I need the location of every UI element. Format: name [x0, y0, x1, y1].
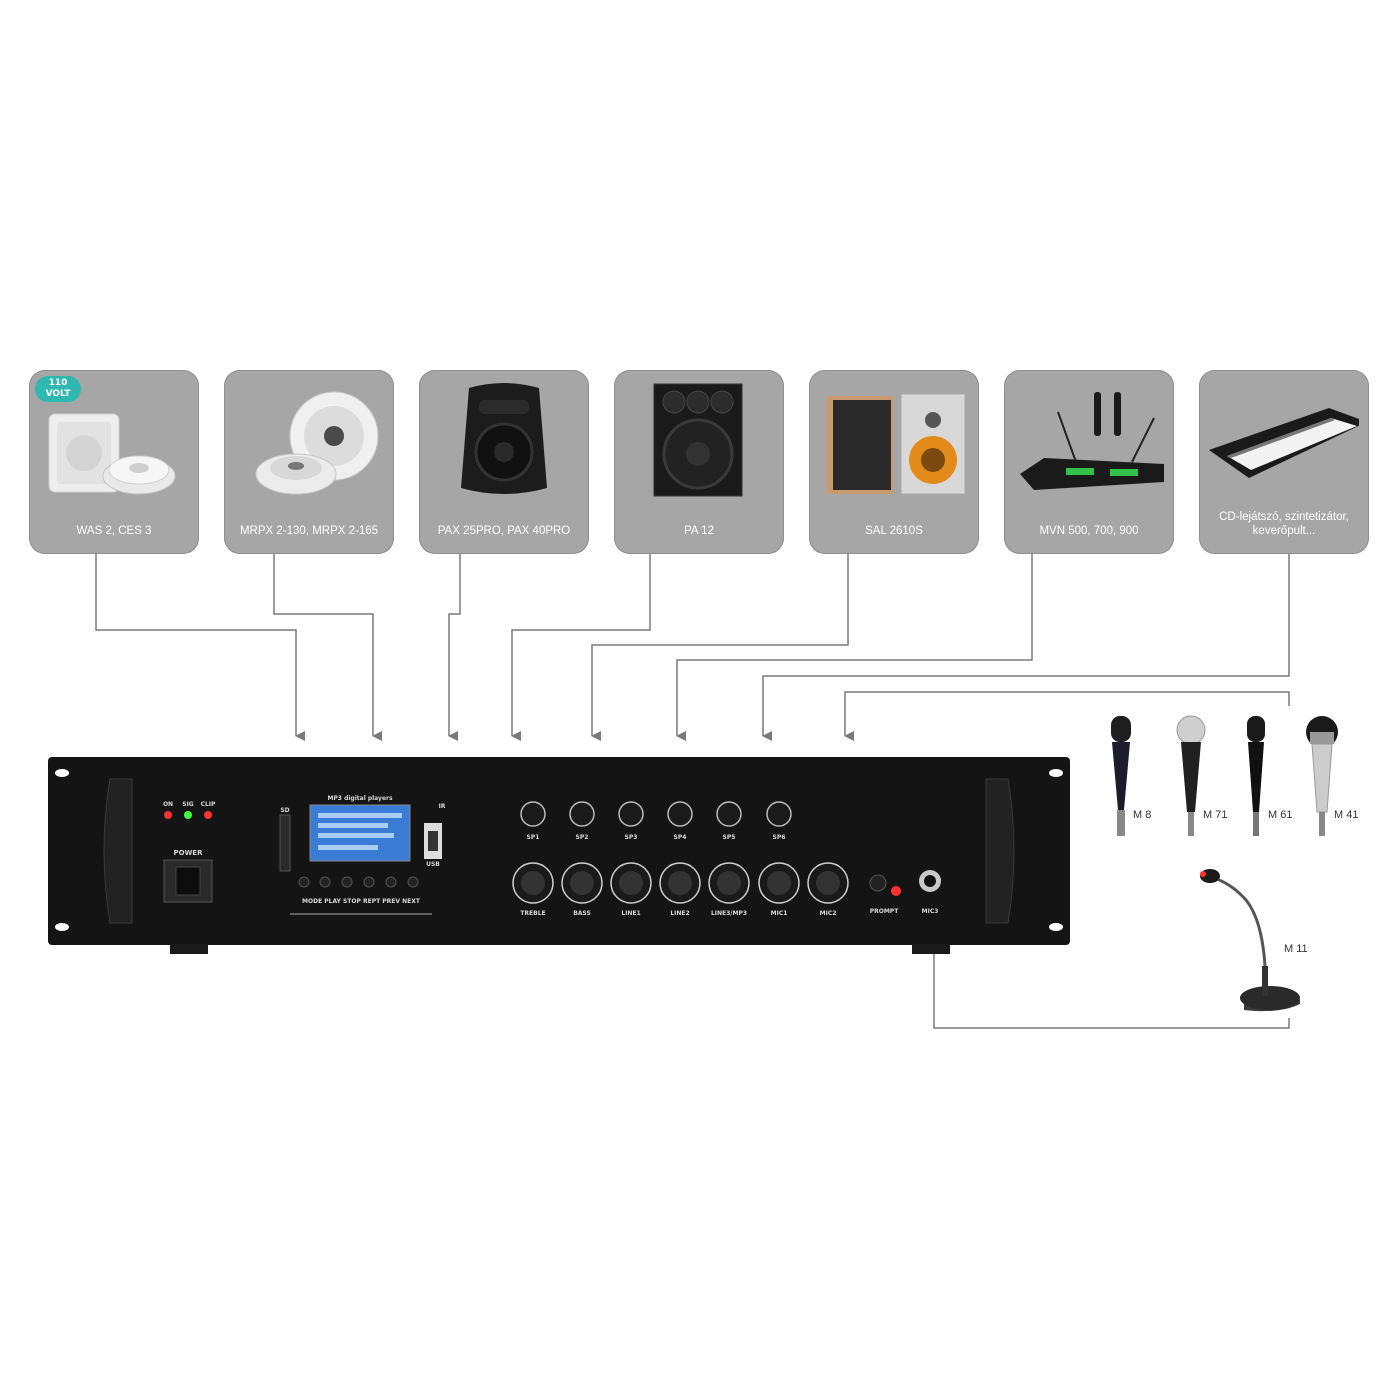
device-label: WAS 2, CES 3	[76, 525, 152, 537]
device-label: PA 12	[684, 525, 714, 537]
wall-speaker-icon	[39, 378, 189, 498]
connector-line	[511, 554, 651, 741]
player-buttons-label: MODE PLAY STOP REPT PREV NEXT	[302, 898, 420, 905]
device-card-3: PAX 25PRO, PAX 40PRO	[419, 370, 589, 554]
amp-foot	[170, 944, 208, 954]
device-label: CD-lejátszó, szintetizátor, keverőpult..…	[1219, 511, 1349, 537]
zone-label: SP6	[772, 834, 786, 841]
zone-label: SP2	[575, 834, 589, 841]
wireless-receiver-icon	[1014, 378, 1164, 498]
device-label: MVN 500, 700, 900	[1039, 525, 1139, 537]
connector-line	[676, 554, 1033, 741]
device-card-4: PA 12	[614, 370, 784, 554]
connector-line	[762, 554, 1290, 741]
bookshelf-speaker-icon	[819, 378, 969, 498]
knob-label: BASS	[573, 910, 591, 917]
zone-label: SP4	[673, 834, 687, 841]
device-card-2: MRPX 2-130, MRPX 2-165	[224, 370, 394, 554]
keyboard-icon	[1209, 378, 1367, 498]
device-card-5: SAL 2610S	[809, 370, 979, 554]
mic-label: M 71	[1203, 809, 1228, 821]
handheld-mic-icon	[1306, 716, 1338, 836]
usb-label: USB	[426, 861, 440, 868]
connector-line	[448, 554, 461, 741]
device-label: PAX 25PRO, PAX 40PRO	[437, 525, 571, 537]
connector-line	[933, 939, 1290, 1029]
device-label: MRPX 2-130, MRPX 2-165	[239, 525, 379, 537]
device-card-7: CD-lejátszó, szintetizátor, keverőpult..…	[1199, 370, 1369, 554]
led-clip	[204, 811, 212, 819]
knob-label: LINE1	[621, 910, 641, 917]
prompt-label: PROMPT	[869, 908, 899, 915]
mic-label: M 8	[1133, 809, 1152, 821]
knob-label: MIC1	[770, 910, 788, 917]
handheld-mic-icon	[1111, 716, 1131, 836]
power-label: POWER	[173, 849, 203, 857]
sd-label: SD	[280, 807, 290, 814]
knob-label: LINE2	[670, 910, 690, 917]
amp-foot	[912, 944, 950, 954]
knob-label: MIC2	[819, 910, 837, 917]
zone-label: SP3	[624, 834, 638, 841]
connector-line	[844, 691, 1290, 741]
connector-line	[591, 554, 849, 741]
mic-label: M 41	[1334, 809, 1359, 821]
zone-label: SP1	[526, 834, 540, 841]
knob-label: LINE3/MP3	[710, 910, 748, 917]
device-card-6: MVN 500, 700, 900	[1004, 370, 1174, 554]
handheld-mic-icon	[1247, 716, 1265, 836]
led-on	[164, 811, 172, 819]
player-title: MP3 digital players	[327, 795, 393, 802]
knob-label: TREBLE	[520, 910, 546, 917]
device-label: SAL 2610S	[865, 525, 923, 537]
connector-line	[273, 554, 382, 741]
led-label-clip: CLIP	[200, 801, 216, 808]
led-label-sig: SIG	[182, 801, 194, 808]
zone-label: SP5	[722, 834, 736, 841]
led-label-on: ON	[162, 801, 174, 808]
handheld-mic-icon	[1176, 715, 1206, 836]
mic-label: M 61	[1268, 809, 1293, 821]
ir-label: IR	[438, 803, 446, 810]
led-sig	[184, 811, 192, 819]
pa-speaker-icon	[624, 378, 774, 498]
ceiling-speaker-icon	[234, 378, 384, 498]
desk-mic-label: M 11	[1284, 943, 1308, 955]
active-speaker-icon	[429, 378, 579, 498]
connector-line	[95, 554, 305, 741]
mic3-label: MIC3	[921, 908, 939, 915]
gooseneck-mic-icon	[1200, 869, 1300, 1012]
mixer-amplifier: ON SIG CLIP POWER SD MP3 digital players…	[48, 757, 1070, 945]
